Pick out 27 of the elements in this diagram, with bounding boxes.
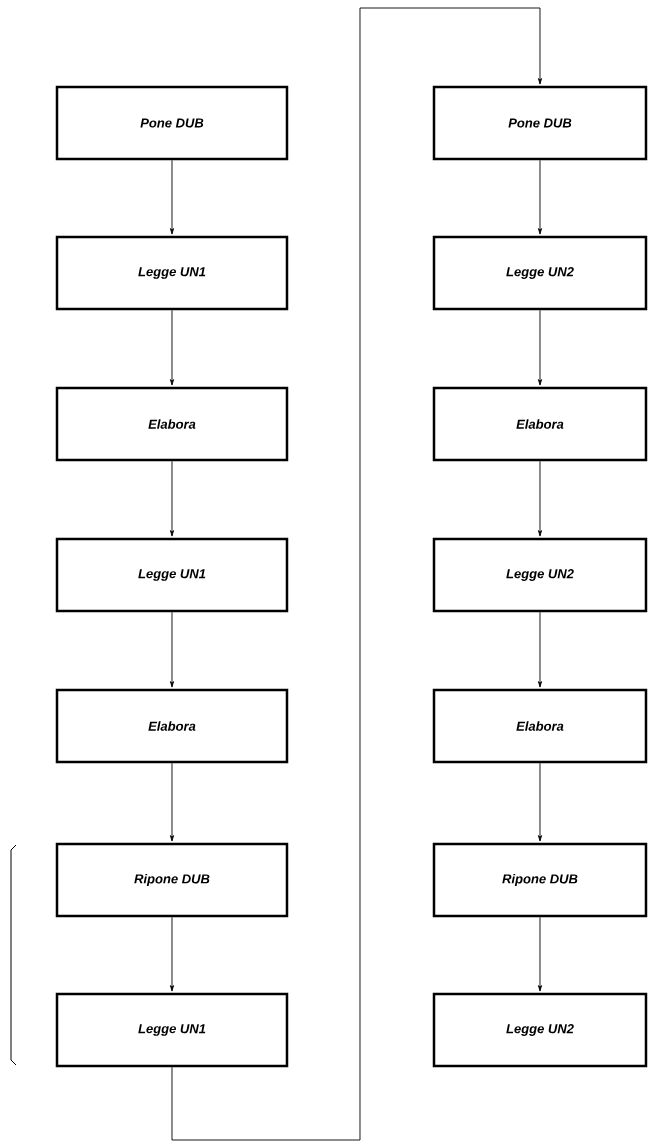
process-box: Elabora [55, 688, 289, 764]
arrow [170, 309, 174, 386]
process-box: Elabora [432, 386, 648, 462]
process-box: Legge UN1 [55, 235, 289, 311]
arrow [538, 762, 542, 842]
arrow [170, 762, 174, 842]
arrow [538, 611, 542, 688]
process-box: Elabora [55, 386, 289, 462]
process-box: Pone DUB [432, 85, 648, 161]
process-box: Legge UN1 [55, 537, 289, 613]
arrow [170, 611, 174, 688]
arrow [170, 460, 174, 537]
arrow [171, 7, 542, 1141]
process-box: Elabora [432, 688, 648, 764]
arrow [170, 159, 174, 235]
arrow [538, 916, 542, 992]
arrow [170, 916, 174, 992]
arrow [538, 309, 542, 386]
arrow [538, 159, 542, 235]
process-box: Ripone DUB [55, 842, 289, 918]
process-box: Pone DUB [55, 85, 289, 161]
process-box: Legge UN1 [55, 992, 289, 1068]
arrow [538, 460, 542, 537]
process-box: Legge UN2 [432, 992, 648, 1068]
process-box: Ripone DUB [432, 842, 648, 918]
process-box: Legge UN2 [432, 235, 648, 311]
process-box: Legge UN2 [432, 537, 648, 613]
